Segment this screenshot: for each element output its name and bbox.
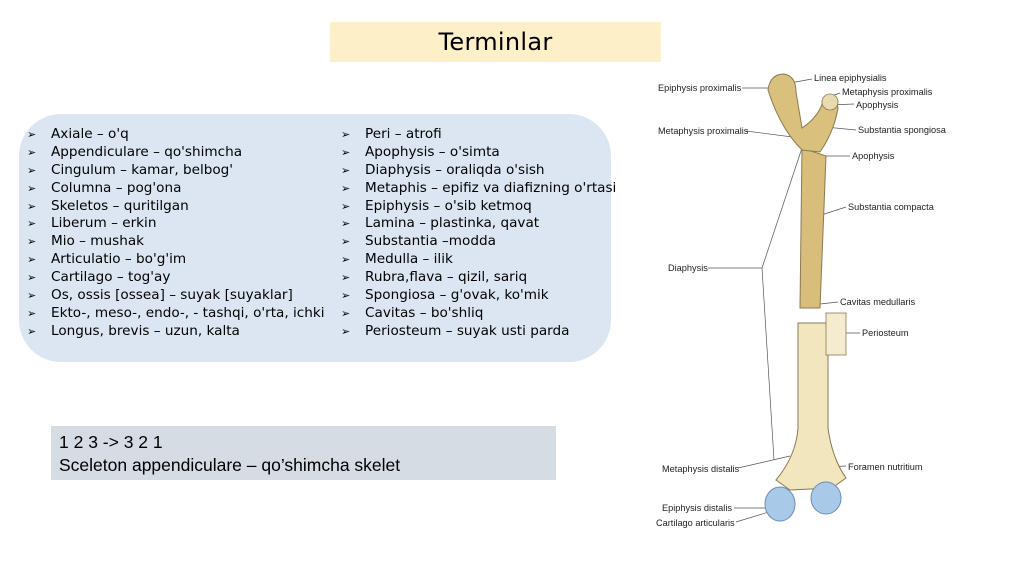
term-item: ➢Peri – atrofi <box>341 126 442 142</box>
note-line-order: 1 2 3 -> 3 2 1 <box>59 432 163 452</box>
term-item: ➢Lamina – plastinka, qavat <box>341 215 540 232</box>
arrowhead-bullet-icon: ➢ <box>27 271 37 285</box>
term-item: ➢Cingulum – kamar, belbog' <box>27 161 234 178</box>
label-epiphysis-distalis: Epiphysis distalis <box>662 503 732 513</box>
term-item: ➢Diaphysis – oraliqda o'sish <box>341 161 545 178</box>
terms-panel <box>19 114 611 362</box>
arrowhead-bullet-icon: ➢ <box>341 199 351 213</box>
proximal-epiphysis <box>767 73 839 153</box>
term-item: ➢Spongiosa – g'ovak, ko'mik <box>341 287 549 304</box>
arrowhead-bullet-icon: ➢ <box>341 324 351 338</box>
term-item: ➢Substantia –modda <box>341 233 496 250</box>
arrowhead-bullet-icon: ➢ <box>27 324 37 338</box>
arrowhead-bullet-icon: ➢ <box>341 253 351 267</box>
slide-title: Terminlar <box>438 28 553 56</box>
cartilage-left <box>764 486 796 522</box>
arrowhead-bullet-icon: ➢ <box>27 306 37 320</box>
term-item: ➢Appendiculare – qo'shimcha <box>27 143 243 160</box>
term-item: ➢Epiphysis – o'sib ketmoq <box>341 197 532 214</box>
term-item: ➢Rubra,flava – qizil, sariq <box>341 269 528 286</box>
term-item: ➢Liberum – erkin <box>27 215 157 232</box>
arrowhead-bullet-icon: ➢ <box>341 145 351 159</box>
note-line-definition: Sceleton appendiculare – qo’shimcha skel… <box>59 455 401 475</box>
arrowhead-bullet-icon: ➢ <box>27 181 37 195</box>
arrowhead-bullet-icon: ➢ <box>27 145 37 159</box>
periosteum-flap <box>825 312 847 356</box>
arrowhead-bullet-icon: ➢ <box>27 217 37 231</box>
label-metaphysis-distalis: Metaphysis distalis <box>662 464 740 474</box>
apophysis-bump <box>821 93 839 111</box>
term-item: ➢Metaphis – epifiz va diafizning o'rtasi <box>341 179 617 196</box>
arrowhead-bullet-icon: ➢ <box>341 181 351 195</box>
term-item: ➢Medulla – ilik <box>341 251 453 268</box>
label-cavitas-medullaris: Cavitas medullaris <box>840 297 916 307</box>
arrowhead-bullet-icon: ➢ <box>341 235 351 249</box>
label-diaphysis: Diaphysis <box>668 263 708 273</box>
term-item: ➢Cavitas – bo'shliq <box>341 304 484 321</box>
term-item: ➢Longus, brevis – uzun, kalta <box>27 322 240 339</box>
term-item: ➢Skeletos – quritilgan <box>27 197 189 214</box>
term-item: ➢Axiale – o'q <box>27 126 129 142</box>
leader-lines <box>708 78 860 523</box>
label-substantia-spongiosa: Substantia spongiosa <box>858 125 946 135</box>
arrowhead-bullet-icon: ➢ <box>27 289 37 303</box>
label-substantia-compacta: Substantia compacta <box>848 202 934 212</box>
label-metaphysis-proximalis-right: Metaphysis proximalis <box>842 87 933 97</box>
femur-figure: Epiphysis proximalis Linea epiphysialis … <box>650 68 970 538</box>
label-apophysis-top: Apophysis <box>856 100 899 110</box>
label-periosteum: Periosteum <box>862 328 909 338</box>
term-item: ➢Columna – pog'ona <box>27 179 182 196</box>
cartilage-right <box>810 481 842 515</box>
terms-list-left: ➢Axiale – o'q ➢Appendiculare – qo'shimch… <box>27 126 325 341</box>
term-item: ➢Apophysis – o'simta <box>341 143 500 160</box>
femur-illustration <box>708 73 860 523</box>
label-foramen-nutritium: Foramen nutritium <box>848 462 923 472</box>
terms-list-right: ➢Peri – atrofi ➢Apophysis – o'simta ➢Dia… <box>341 126 616 341</box>
arrowhead-bullet-icon: ➢ <box>341 289 351 303</box>
arrowhead-bullet-icon: ➢ <box>341 163 351 177</box>
label-linea-epiphysialis: Linea epiphysialis <box>814 73 887 83</box>
arrowhead-bullet-icon: ➢ <box>341 306 351 320</box>
term-item: ➢Mio – mushak <box>27 233 145 250</box>
label-epiphysis-proximalis: Epiphysis proximalis <box>658 83 742 93</box>
arrowhead-bullet-icon: ➢ <box>27 128 37 141</box>
term-item: ➢Cartilago – tog'ay <box>27 269 171 286</box>
arrowhead-bullet-icon: ➢ <box>341 217 351 231</box>
arrowhead-bullet-icon: ➢ <box>341 271 351 285</box>
arrowhead-bullet-icon: ➢ <box>341 128 351 141</box>
arrowhead-bullet-icon: ➢ <box>27 253 37 267</box>
arrowhead-bullet-icon: ➢ <box>27 235 37 249</box>
label-cartilago-articularis: Cartilago articularis <box>656 518 735 528</box>
label-apophysis-mid: Apophysis <box>852 151 895 161</box>
arrowhead-bullet-icon: ➢ <box>27 163 37 177</box>
slide-title-box: Terminlar <box>330 22 661 62</box>
term-item: ➢Periosteum – suyak usti parda <box>341 322 570 339</box>
term-item: ➢Os, ossis [ossea] – suyak [suyaklar] <box>27 287 293 304</box>
label-metaphysis-proximalis-left: Metaphysis proximalis <box>658 126 749 136</box>
term-item: ➢Ekto-, meso-, endo-, - tashqi, o'rta, i… <box>27 304 325 321</box>
diaphysis-cut <box>799 147 827 309</box>
term-item: ➢Articulatio – bo'g'im <box>27 251 187 268</box>
note-box: 1 2 3 -> 3 2 1 Sceleton appendiculare – … <box>51 426 556 480</box>
arrowhead-bullet-icon: ➢ <box>27 199 37 213</box>
